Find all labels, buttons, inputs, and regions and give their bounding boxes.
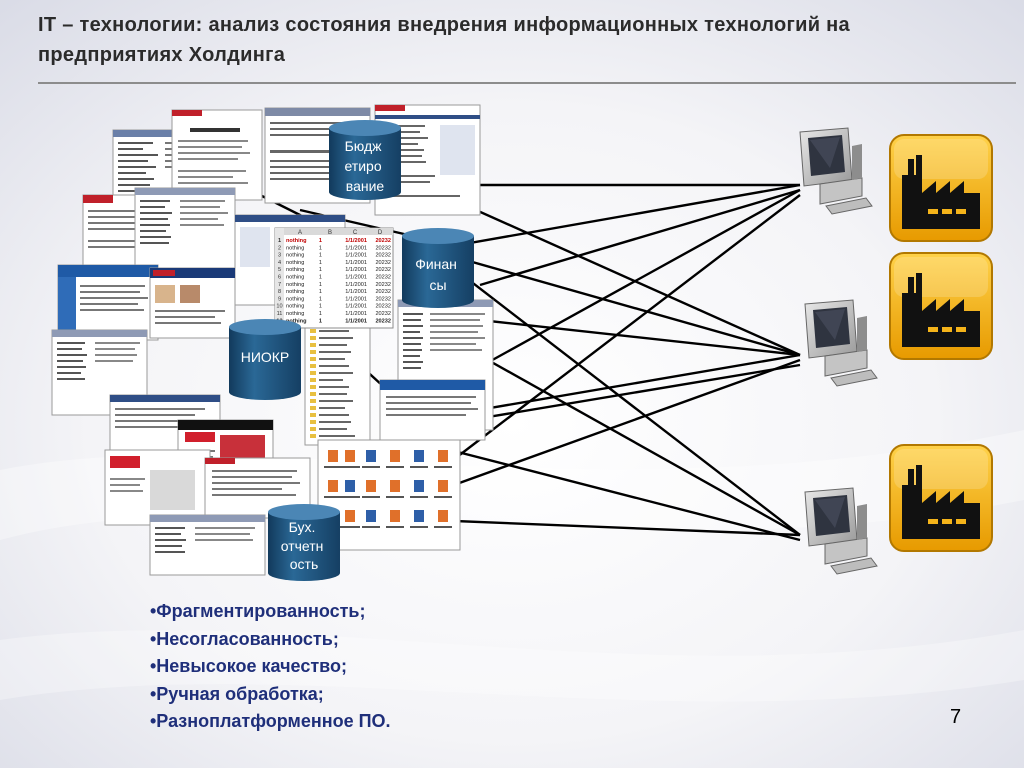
- sheet-cell: 1/1/2001: [345, 260, 367, 266]
- file-icons: [328, 450, 448, 522]
- sheet-cell: nothing: [286, 275, 304, 281]
- sheet-cell: nothing: [286, 289, 304, 295]
- sheet-cell: nothing: [286, 253, 304, 259]
- sheet-row-number: 11: [277, 311, 283, 317]
- app-window: [379, 379, 486, 441]
- sheet-cell: 20232: [375, 282, 391, 288]
- computer-icon: [804, 487, 878, 575]
- sheet-cell: 1/1/2001: [345, 289, 367, 295]
- sheet-cell: 1: [319, 253, 322, 259]
- problem-item: •Ручная обработка;: [150, 683, 324, 704]
- sheet-cell: 20232: [375, 311, 391, 317]
- sheet-cell: nothing: [286, 282, 304, 288]
- sheet-cell: 20232: [375, 260, 391, 266]
- problem-item: •Фрагментированность;: [150, 601, 366, 621]
- database-finance: Финан сы: [402, 228, 474, 308]
- sheet-cell: 20232: [375, 318, 391, 324]
- problem-item: •Невысокое качество;: [150, 656, 347, 676]
- sheet-column-header: C: [353, 230, 358, 236]
- sheet-cell: 1: [319, 304, 322, 310]
- sheet-row-number: 9: [278, 296, 281, 302]
- app-window: [57, 264, 159, 341]
- sheet-cell: 1: [319, 289, 322, 295]
- sheet-cell: 1/1/2001: [345, 282, 367, 288]
- sheet-cell: 20232: [375, 275, 391, 281]
- database-accounting: Бух. отчетн ость: [268, 504, 340, 581]
- sheet-cell: 1/1/2001: [345, 267, 367, 273]
- app-window: [134, 187, 236, 284]
- problem-item: •Несогласованность;: [150, 628, 339, 649]
- sheet-cell: 1: [319, 282, 322, 288]
- problem-list: •Фрагментированность; •Несогласованность…: [150, 598, 391, 736]
- sheet-cell: nothing: [286, 260, 304, 266]
- sheet-cell: nothing: [286, 267, 304, 273]
- sheet-cell: 1: [319, 318, 322, 324]
- sheet-row-number: 4: [278, 260, 281, 266]
- app-window: [104, 449, 211, 526]
- factory-icon: [889, 444, 993, 552]
- sheet-cell: 1/1/2001: [345, 304, 367, 310]
- factory-icon: [889, 252, 993, 360]
- sheet-cell: 1: [319, 311, 322, 317]
- title-divider: [38, 82, 1016, 84]
- sheet-cell: 1/1/2001: [345, 318, 367, 324]
- sheet-column-header: A: [298, 230, 302, 236]
- sheet-cell: 20232: [375, 304, 391, 310]
- database-label: Бух. отчетн ость: [281, 519, 328, 572]
- sheet-cell: 20232: [375, 238, 391, 244]
- app-window: [171, 109, 263, 201]
- database-label: Финан сы: [415, 256, 461, 293]
- sheet-cell: 20232: [375, 253, 391, 259]
- sheet-cell: 20232: [375, 245, 391, 251]
- sheet-cell: nothing: [286, 318, 307, 324]
- sheet-row-number: 10: [276, 304, 282, 310]
- sheet-row-number: 5: [278, 267, 281, 273]
- sheet-cell: 1: [319, 260, 322, 266]
- sheet-row-number: 3: [278, 253, 281, 259]
- sheet-cell: 1/1/2001: [345, 253, 367, 259]
- app-window: [149, 267, 236, 339]
- database-budget: Бюдж етиро вание: [329, 120, 401, 200]
- sheet-row-number: 2: [278, 245, 281, 251]
- sheet-cell: nothing: [286, 238, 307, 244]
- page-number: 7: [950, 706, 962, 728]
- sheet-cell: 1: [319, 296, 322, 302]
- sheet-row-number: 8: [278, 289, 281, 295]
- sheet-column-header: D: [378, 230, 383, 236]
- sheet-column-header: B: [328, 230, 332, 236]
- page-title: IT – технологии: анализ состояния внедре…: [38, 14, 850, 66]
- sheet-row-number: 1: [278, 238, 281, 244]
- sheet-row-number: 6: [278, 275, 281, 281]
- database-label: Бюдж етиро вание: [344, 138, 385, 194]
- app-window: [149, 514, 266, 576]
- sheet-cell: 1: [319, 245, 322, 251]
- factory-icon: [889, 134, 993, 242]
- sheet-cell: 20232: [375, 289, 391, 295]
- problem-item: •Разноплатформенное ПО.: [150, 711, 391, 731]
- sheet-cell: 1/1/2001: [345, 296, 367, 302]
- sheet-row-number: 7: [278, 282, 281, 288]
- sheet-cell: nothing: [286, 245, 304, 251]
- sheet-cell: 1: [319, 275, 322, 281]
- sheet-cell: 1/1/2001: [345, 311, 367, 317]
- sheet-cell: 1/1/2001: [345, 238, 367, 244]
- sheet-cell: nothing: [286, 296, 304, 302]
- sheet-cell: 20232: [375, 267, 391, 273]
- folder-tree-window: [304, 324, 371, 446]
- sheet-cell: nothing: [286, 311, 304, 317]
- sheet-cell: 1: [319, 238, 322, 244]
- sheet-cell: 1/1/2001: [345, 275, 367, 281]
- sheet-cell: 1: [319, 267, 322, 273]
- database-label: НИОКР: [241, 349, 290, 365]
- spreadsheet: A B C D 1 nothing 1 1/1/2001 20232 2 nothing 1 1/1/…: [274, 227, 394, 329]
- sheet-cell: 20232: [375, 296, 391, 302]
- file-icons-window: [317, 439, 461, 551]
- sheet-cell: 1/1/2001: [345, 245, 367, 251]
- computer-icon: [799, 127, 873, 215]
- computer-icon: [804, 299, 878, 387]
- sheet-cell: nothing: [286, 304, 304, 310]
- database-niokr: НИОКР: [229, 319, 301, 400]
